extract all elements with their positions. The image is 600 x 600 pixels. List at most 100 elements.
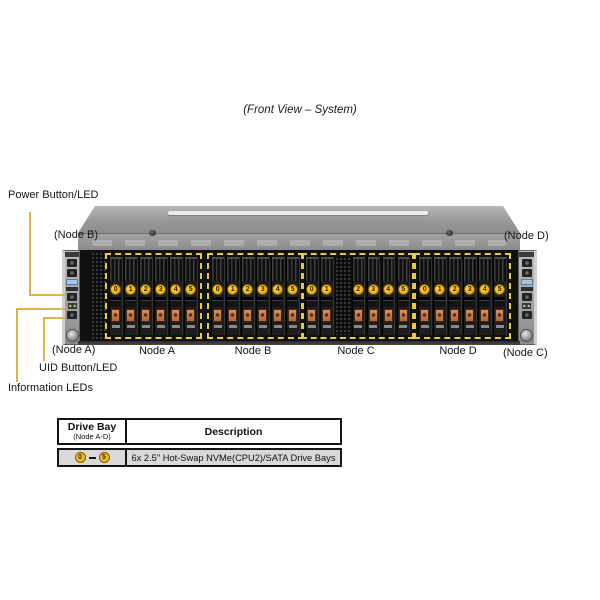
drive-carrier: 3 <box>256 257 270 335</box>
carrier-vent-slots <box>170 257 182 281</box>
carrier-label <box>156 325 165 328</box>
thumbscrew-icon <box>65 329 79 342</box>
carrier-label <box>228 325 237 328</box>
drive-carrier: 1 <box>124 257 138 335</box>
callout-power-button: Power Button/LED <box>8 189 99 201</box>
drive-carrier: 3 <box>154 257 168 335</box>
drive-number-badge: 2 <box>352 284 364 295</box>
drive-carrier: 4 <box>271 257 285 335</box>
carrier-vent-slots <box>242 257 254 281</box>
carrier-handle <box>212 297 224 307</box>
carrier-vent-slots <box>185 257 197 281</box>
service-tag <box>66 279 78 285</box>
drive-carrier: 3 <box>366 257 380 335</box>
carrier-handle <box>494 297 506 307</box>
drive-carrier: 2 <box>351 257 365 335</box>
drive-number-badge: 1 <box>321 284 333 295</box>
nmi-button-icon <box>67 269 77 277</box>
carrier-vent-slots <box>449 257 461 281</box>
drive-number-badge: 0 <box>74 452 86 463</box>
node-c-label: Node C <box>337 345 375 357</box>
drive-number-badge: 5 <box>98 452 110 463</box>
carrier-handle <box>227 297 239 307</box>
information-leds-icon <box>522 303 531 309</box>
carrier-latch <box>353 309 363 322</box>
carrier-label <box>171 325 180 328</box>
drive-number-badge: 2 <box>449 284 461 295</box>
power-button-icon <box>521 293 532 301</box>
carrier-handle <box>419 297 431 307</box>
drive-number-badge: 0 <box>212 284 224 295</box>
drive-carrier: 0 <box>211 257 225 335</box>
carrier-latch <box>171 309 181 322</box>
carrier-handle <box>155 297 167 307</box>
carrier-vent-slots <box>257 257 269 281</box>
carrier-latch <box>383 309 393 322</box>
drive-number-badge: 3 <box>155 284 167 295</box>
carrier-latch <box>307 309 317 322</box>
carrier-vent-slots <box>227 257 239 281</box>
page-title: (Front View – System) <box>243 104 357 116</box>
carrier-handle <box>367 297 379 307</box>
carrier-handle <box>321 297 333 307</box>
drive-number-badge: 0 <box>419 284 431 295</box>
carrier-vent-slots <box>434 257 446 281</box>
drive-number-badge: 4 <box>170 284 182 295</box>
drive-carrier: 1 <box>320 257 334 335</box>
drive-carrier: 1 <box>226 257 240 335</box>
screw-icon <box>446 230 453 236</box>
drive-bay-header: Drive Bay <box>67 421 117 433</box>
drive-number-badge: 1 <box>125 284 137 295</box>
callout-line-uid <box>43 317 45 361</box>
drive-carrier: 0 <box>109 257 123 335</box>
drive-carrier: 5 <box>396 257 410 335</box>
drive-carrier: 1 <box>433 257 447 335</box>
legend-col-drive-bay: Drive Bay (Node A-D) <box>59 420 127 443</box>
carrier-latch <box>420 309 430 322</box>
carrier-label <box>354 325 363 328</box>
carrier-latch <box>398 309 408 322</box>
information-leds-icon <box>67 303 77 309</box>
carrier-vent-slots <box>352 257 364 281</box>
drive-carrier: 0 <box>418 257 432 335</box>
carrier-vent-slots <box>382 257 394 281</box>
reset-button-icon <box>521 259 532 267</box>
power-button-icon <box>67 293 77 301</box>
drive-number-badge: 5 <box>397 284 409 295</box>
carrier-vent-slots <box>464 257 476 281</box>
carrier-label <box>307 325 316 328</box>
carrier-handle <box>287 297 299 307</box>
chassis-handle-recess <box>168 211 428 215</box>
callout-line-uid <box>43 317 65 319</box>
drive-number-badge: 4 <box>272 284 284 295</box>
carrier-label <box>141 325 150 328</box>
node-d-label: Node D <box>439 345 477 357</box>
carrier-label <box>399 325 408 328</box>
carrier-label <box>243 325 252 328</box>
carrier-handle <box>140 297 152 307</box>
uid-button-icon <box>67 311 77 319</box>
carrier-label <box>435 325 444 328</box>
range-dash <box>88 456 96 459</box>
callout-uid-button: UID Button/LED <box>39 362 118 374</box>
ear-cap <box>65 252 79 257</box>
carrier-label <box>450 325 459 328</box>
callout-line-power <box>29 294 65 296</box>
carrier-label <box>480 325 489 328</box>
drive-number-badge: 3 <box>367 284 379 295</box>
drive-carrier: 4 <box>478 257 492 335</box>
callout-node-b: (Node B) <box>54 229 99 241</box>
carrier-label <box>186 325 195 328</box>
drive-carrier: 5 <box>493 257 507 335</box>
lip-vent-slots <box>92 240 506 246</box>
callout-node-d: (Node D) <box>504 230 549 242</box>
drive-number-badge: 1 <box>434 284 446 295</box>
legend-range-cell: 0 5 <box>59 450 127 465</box>
drive-carrier: 2 <box>241 257 255 335</box>
carrier-latch <box>228 309 238 322</box>
carrier-handle <box>434 297 446 307</box>
drive-number-badge: 4 <box>479 284 491 295</box>
drive-number-badge: 0 <box>110 284 122 295</box>
